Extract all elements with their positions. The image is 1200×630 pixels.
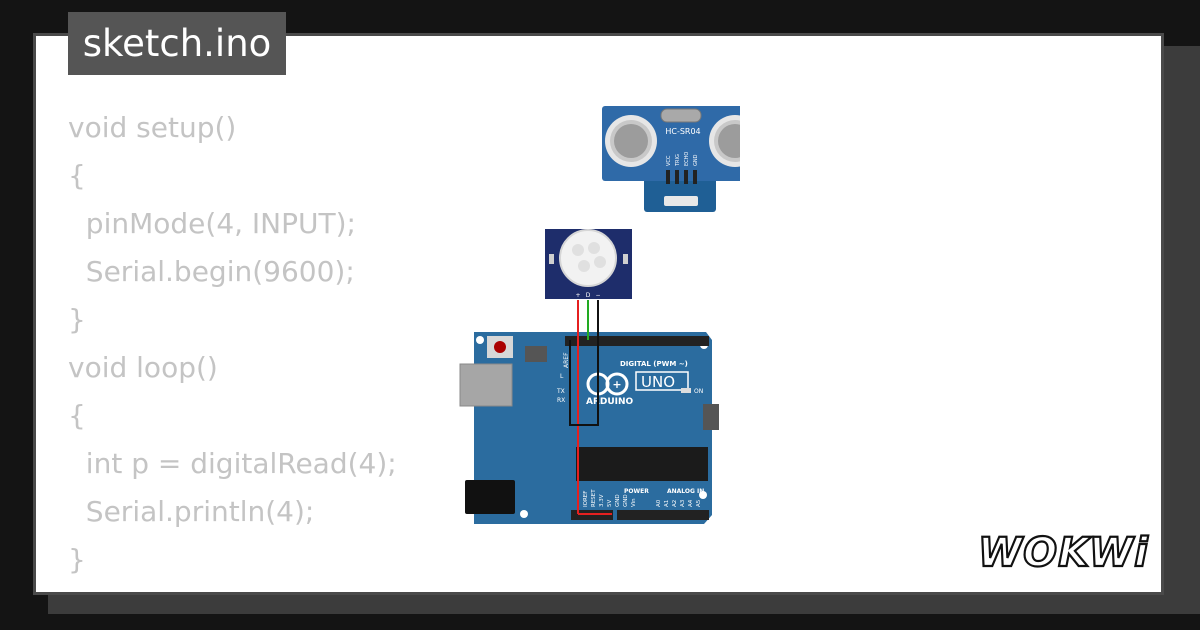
- pir-pin-label: +: [575, 292, 580, 299]
- power-pin-label: GND: [623, 494, 629, 507]
- pir-pin-label: −: [595, 292, 600, 299]
- digital-header-label: DIGITAL (PWM ~): [620, 360, 688, 368]
- analog-pin-label: A0: [656, 499, 662, 507]
- code-preview: void setup() { pinMode(4, INPUT); Serial…: [68, 104, 397, 584]
- analog-pin-label: A4: [688, 499, 694, 507]
- pir-sensor[interactable]: + D −: [545, 229, 632, 299]
- wires: [569, 300, 612, 515]
- power-pin-label: GND: [615, 494, 621, 507]
- arduino-logo-icon: +: [612, 378, 621, 391]
- power-header-label: POWER: [624, 488, 649, 495]
- code-line: void setup(): [68, 111, 237, 144]
- board-brand-label: ARDUINO: [586, 397, 634, 407]
- power-pin-label: IOREF: [583, 491, 589, 507]
- pir-pin-label: D: [586, 292, 591, 299]
- analog-pin-label: A3: [680, 499, 686, 507]
- power-pin-label: 5V: [607, 500, 613, 507]
- sensor-model-label: HC-SR04: [665, 127, 700, 136]
- sensor-pin-label: TRIG: [675, 154, 681, 167]
- wokwi-logo-text: WOKWi: [978, 530, 1149, 574]
- rx-label: RX: [557, 397, 565, 404]
- tx-label: TX: [556, 388, 565, 395]
- arduino-uno-board[interactable]: AREF L TX RX DIGITAL (PWM ~) + ARDUINO U…: [459, 332, 719, 524]
- code-line: Serial.println(4);: [68, 495, 315, 528]
- code-line: }: [68, 543, 86, 576]
- wokwi-logo: WOKWi: [977, 529, 1149, 574]
- analog-pin-label: A5: [696, 499, 702, 507]
- code-line: {: [68, 399, 86, 432]
- power-pin-label: Vin: [631, 498, 637, 507]
- analog-header-label: ANALOG IN: [667, 488, 704, 495]
- aref-label: AREF: [563, 352, 570, 368]
- board-model-label: UNO: [641, 373, 675, 391]
- code-line: Serial.begin(9600);: [68, 255, 355, 288]
- code-line: void loop(): [68, 351, 218, 384]
- circuit-diagram: HC-SR04 VCC TRIG ECHO GND + D −: [459, 106, 740, 524]
- sensor-pin-label: ECHO: [684, 152, 690, 166]
- power-pin-label: RESET: [591, 489, 597, 507]
- power-pin-label: 3.3V: [599, 494, 605, 507]
- analog-pin-label: A2: [672, 500, 678, 507]
- ultrasonic-sensor[interactable]: HC-SR04 VCC TRIG ECHO GND: [602, 106, 740, 212]
- file-title-tab: sketch.ino: [68, 12, 286, 75]
- analog-pin-label: A1: [664, 500, 670, 507]
- code-line: pinMode(4, INPUT);: [68, 207, 356, 240]
- wire-gnd: [569, 300, 599, 426]
- on-led-label: ON: [694, 388, 703, 395]
- sensor-pin-label: VCC: [666, 155, 672, 166]
- code-line: }: [68, 303, 86, 336]
- sensor-pin-label: GND: [693, 154, 699, 166]
- code-line: {: [68, 159, 86, 192]
- l-led-label: L: [560, 373, 564, 380]
- code-line: int p = digitalRead(4);: [68, 447, 397, 480]
